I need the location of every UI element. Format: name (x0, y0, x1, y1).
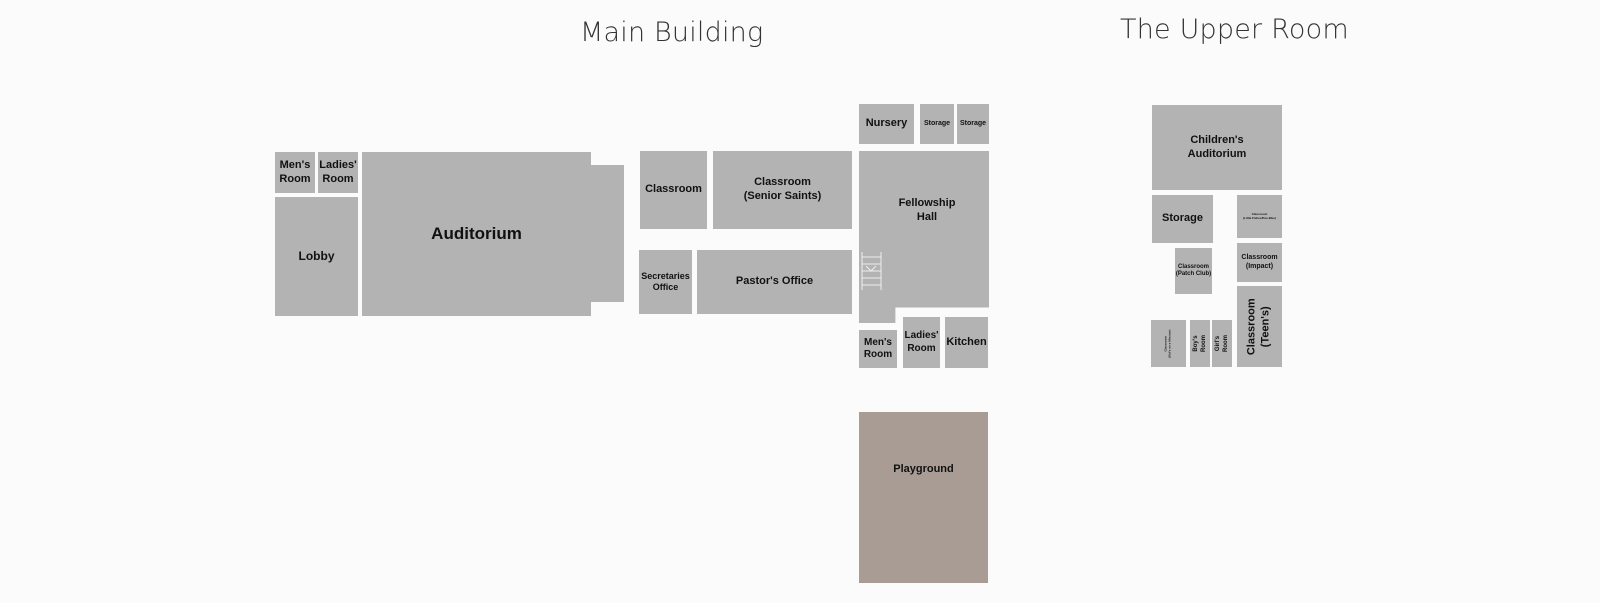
room-label: Playground (893, 463, 954, 475)
stairs-icon (861, 252, 882, 290)
room-label: Men's Room (279, 158, 311, 185)
room-classroom-impact[interactable]: Classroom (Impact) (1237, 243, 1282, 282)
room-secretaries-office[interactable]: Secretaries Office (639, 250, 692, 314)
room-classroom-teens[interactable]: Classroom (Teen's) (1237, 286, 1282, 367)
room-label: Classroom (Teen's) (1245, 298, 1272, 355)
room-classroom-patch-club[interactable]: Classroom (Patch Club) (1175, 248, 1212, 294)
room-storage-north-a[interactable]: Storage (920, 104, 954, 144)
room-classroom[interactable]: Classroom (640, 151, 707, 229)
room-classroom-little-fishes[interactable]: Classroom (Little Fishes/Pee-Wee) (1237, 195, 1282, 238)
room-label: Secretaries Office (641, 270, 690, 292)
room-label: Nursery (865, 117, 908, 130)
room-playground[interactable]: Playground (859, 412, 988, 583)
room-label: Auditorium (431, 224, 522, 244)
room-mens-room-west[interactable]: Men's Room (275, 152, 315, 193)
room-auditorium[interactable]: Auditorium (362, 152, 591, 316)
room-ladies-room-west[interactable]: Ladies' Room (318, 152, 358, 193)
room-label: Classroom (Patch Club) (1175, 263, 1212, 278)
room-label: Storage (1162, 212, 1203, 225)
room-storage-upper[interactable]: Storage (1152, 195, 1213, 243)
room-boys-room[interactable]: Boy's Room (1190, 320, 1210, 367)
title-main-building: Main Building (580, 17, 764, 48)
room-label: Storage (959, 119, 987, 127)
room-storage-north-b[interactable]: Storage (957, 104, 989, 144)
room-label: Ladies' Room (319, 158, 357, 185)
room-auditorium-stage (585, 165, 624, 302)
room-label: Boy's Room (1192, 335, 1207, 352)
room-ladies-room-east[interactable]: Ladies' Room (903, 317, 940, 368)
room-classroom-kids[interactable]: Classroom (Kid's on a Mission) (1151, 320, 1186, 367)
room-kitchen[interactable]: Kitchen (945, 317, 988, 368)
room-label: Classroom (Little Fishes/Pee-Wee) (1243, 211, 1276, 220)
room-mens-room-east[interactable]: Men's Room (859, 330, 897, 368)
room-label: Storage (923, 119, 951, 127)
room-label: Men's Room (863, 336, 893, 361)
room-fellowship-hall[interactable]: Fellowship Hall (872, 186, 982, 236)
room-label: Ladies' Room (904, 330, 939, 354)
room-nursery[interactable]: Nursery (859, 104, 914, 144)
room-girls-room[interactable]: Girl's Room (1212, 320, 1232, 367)
room-label: Lobby (298, 249, 335, 263)
room-label: Classroom (Kid's on a Mission) (1163, 329, 1172, 358)
room-pastors-office[interactable]: Pastor's Office (697, 250, 852, 314)
title-upper-room: The Upper Room (1120, 14, 1349, 45)
room-label: Kitchen (946, 335, 987, 348)
room-classroom-senior-saints[interactable]: Classroom (Senior Saints) (713, 151, 852, 229)
fellowship-hall-shape (859, 151, 989, 323)
room-label: Classroom (Senior Saints) (743, 176, 822, 202)
room-label: Pastor's Office (735, 275, 814, 288)
room-label: Children's Auditorium (1187, 133, 1247, 160)
room-lobby[interactable]: Lobby (275, 197, 358, 316)
room-childrens-auditorium[interactable]: Children's Auditorium (1152, 105, 1282, 190)
room-label: Classroom (645, 183, 702, 196)
room-label: Fellowship Hall (898, 197, 956, 223)
room-label: Girl's Room (1214, 335, 1229, 352)
room-label: Classroom (Impact) (1241, 253, 1278, 270)
